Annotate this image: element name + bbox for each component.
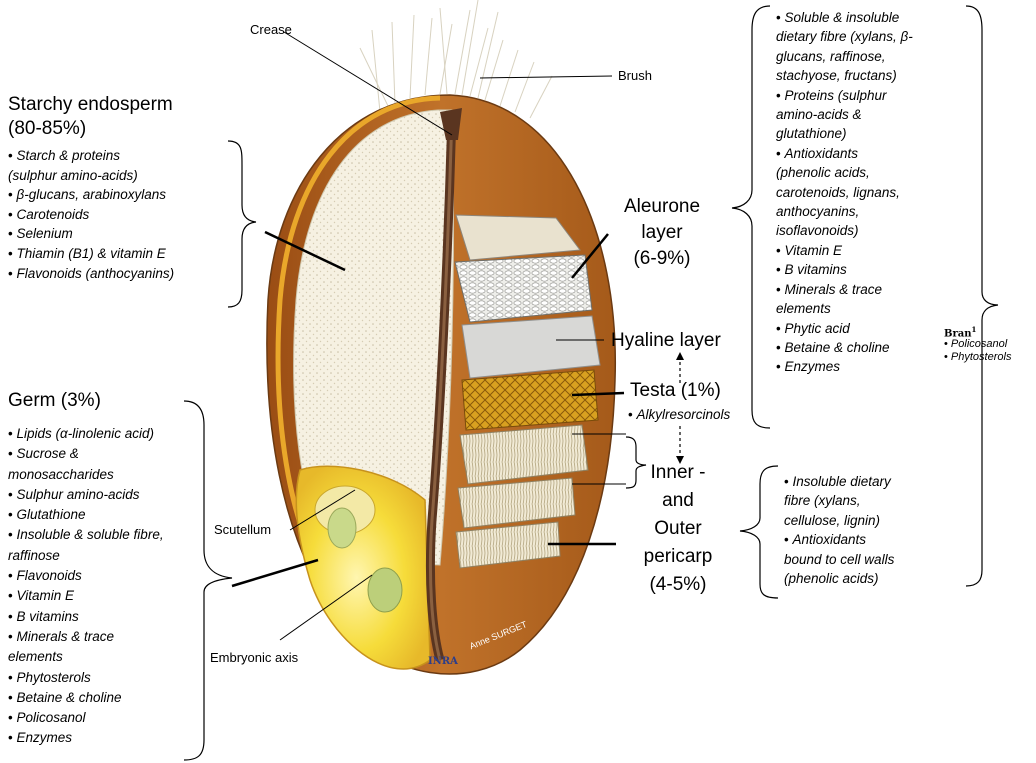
list-item: Flavonoids (anthocyanins)	[8, 264, 174, 284]
bran-list: Policosanol Phytosterols	[944, 338, 1011, 364]
list-item: (sulphur amino-acids)	[8, 166, 174, 186]
list-item: B vitamins	[776, 260, 913, 279]
aleurone-percent: (6-9%)	[612, 248, 712, 270]
pericarp-list: Insoluble dietary fibre (xylans, cellulo…	[784, 472, 894, 588]
list-item: Antioxidants	[776, 144, 913, 163]
germ-list: Lipids (α-linolenic acid) Sucrose & mono…	[8, 424, 164, 749]
list-item: Phytosterols	[8, 668, 164, 688]
list-item: elements	[8, 647, 164, 667]
list-item: Sucrose &	[8, 444, 164, 464]
inra-logo: INRA	[428, 656, 458, 667]
list-item: Starch & proteins	[8, 146, 174, 166]
list-item: Insoluble & soluble fibre,	[8, 525, 164, 545]
aleurone-title: Aleurone	[612, 196, 712, 218]
list-item: Lipids (α-linolenic acid)	[8, 424, 164, 444]
list-item: Thiamin (B1) & vitamin E	[8, 244, 174, 264]
starchy-endosperm-percent: (80-85%)	[8, 118, 86, 140]
testa-slice	[462, 370, 598, 430]
testa-label: Testa (1%)	[630, 380, 721, 402]
aleurone-list: Soluble & insoluble dietary fibre (xylan…	[776, 8, 913, 377]
list-item: Vitamin E	[8, 586, 164, 606]
pericarp-title-4: pericarp	[628, 546, 728, 568]
list-item: Soluble & insoluble	[776, 8, 913, 27]
list-item: stachyose, fructans)	[776, 66, 913, 85]
germ-title: Germ (3%)	[8, 390, 101, 412]
list-item: raffinose	[8, 546, 164, 566]
list-item: Enzymes	[8, 728, 164, 748]
list-item: Minerals & trace	[776, 280, 913, 299]
list-item: monosaccharides	[8, 465, 164, 485]
list-item: Phytic acid	[776, 319, 913, 338]
embryonic-axis-label: Embryonic axis	[210, 650, 298, 666]
pericarp-title-1: Inner -	[628, 462, 728, 484]
list-item: Carotenoids	[8, 205, 174, 225]
list-item: (phenolic acids)	[784, 569, 894, 588]
list-item: Enzymes	[776, 357, 913, 376]
list-item: Betaine & choline	[8, 688, 164, 708]
embryonic-axis-shape	[368, 568, 402, 612]
list-item: Betaine & choline	[776, 338, 913, 357]
list-item: Minerals & trace	[8, 627, 164, 647]
list-item: fibre (xylans,	[784, 491, 894, 510]
brush-label: Brush	[618, 68, 652, 84]
aleurone-title-layer: layer	[612, 222, 712, 244]
aleurone-cells	[455, 255, 592, 322]
hyaline-layer-label: Hyaline layer	[611, 330, 721, 352]
scutellum-label: Scutellum	[214, 522, 271, 538]
list-item: anthocyanins,	[776, 202, 913, 221]
testa-list: Alkylresorcinols	[628, 405, 730, 425]
list-item: Policosanol	[8, 708, 164, 728]
list-item: elements	[776, 299, 913, 318]
list-item: dietary fibre (xylans, β-	[776, 27, 913, 46]
list-item: isoflavonoids)	[776, 221, 913, 240]
list-item: amino-acids &	[776, 105, 913, 124]
bran-footnote-mark: 1	[971, 325, 976, 334]
list-item: Vitamin E	[776, 241, 913, 260]
list-item: Glutathione	[8, 505, 164, 525]
list-item: β-glucans, arabinoxylans	[8, 185, 174, 205]
pericarp-title-2: and	[628, 490, 728, 512]
starchy-endosperm-title: Starchy endosperm	[8, 94, 173, 116]
list-item: Phytosterols	[944, 351, 1011, 364]
list-item: Flavonoids	[8, 566, 164, 586]
list-item: Insoluble dietary	[784, 472, 894, 491]
list-item: Proteins (sulphur	[776, 86, 913, 105]
list-item: Policosanol	[944, 338, 1011, 351]
list-item: carotenoids, lignans,	[776, 183, 913, 202]
list-item: glucans, raffinose,	[776, 47, 913, 66]
pericarp-percent: (4-5%)	[628, 574, 728, 596]
list-item: bound to cell walls	[784, 550, 894, 569]
crease-label: Crease	[250, 22, 292, 38]
list-item: (phenolic acids,	[776, 163, 913, 182]
starchy-endosperm-list: Starch & proteins (sulphur amino-acids) …	[8, 146, 174, 283]
list-item: Alkylresorcinols	[628, 405, 730, 425]
list-item: Antioxidants	[784, 530, 894, 549]
list-item: Selenium	[8, 224, 174, 244]
list-item: cellulose, lignin)	[784, 511, 894, 530]
embryo-shape	[328, 508, 356, 548]
list-item: Sulphur amino-acids	[8, 485, 164, 505]
pericarp-title-3: Outer	[628, 518, 728, 540]
list-item: B vitamins	[8, 607, 164, 627]
list-item: glutathione)	[776, 124, 913, 143]
